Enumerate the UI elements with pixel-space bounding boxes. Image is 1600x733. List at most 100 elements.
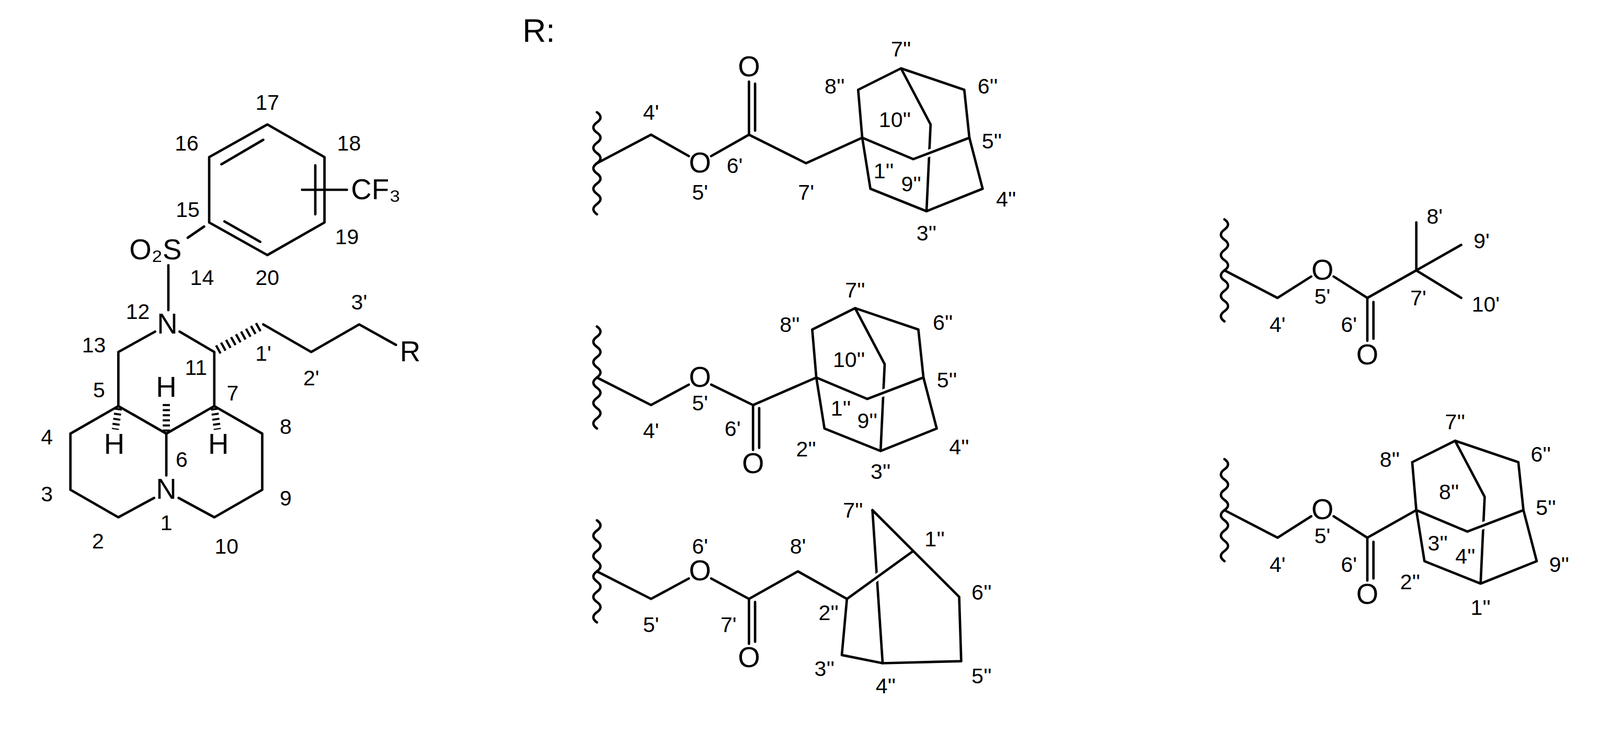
locant-number: 2'': [795, 438, 816, 460]
atom-label: O₂S: [129, 235, 182, 265]
locant-number: 1'': [1470, 596, 1491, 619]
locant-number: 3'': [916, 221, 937, 244]
locant-number: 4'': [875, 675, 896, 697]
atom-label: H: [208, 430, 229, 460]
locant-number: 10'': [832, 348, 865, 370]
locant-number: 13: [82, 334, 107, 356]
locant-number: 3'': [1427, 532, 1448, 554]
atom-label: R:: [522, 14, 555, 47]
locant-number: 4'': [949, 436, 969, 458]
atom-label: O: [688, 363, 712, 393]
atom-label: O: [1311, 495, 1334, 525]
locant-number: 8': [1426, 205, 1443, 227]
locant-number: 6'': [971, 580, 992, 603]
locant-number: 7': [1410, 287, 1427, 309]
locant-number: 1'': [873, 159, 894, 181]
locant-number: 4': [643, 419, 660, 442]
locant-number: 3'': [814, 657, 835, 680]
locant-number: 5'': [936, 368, 957, 391]
locant-number: 1': [255, 342, 272, 364]
locant-number: 8'': [1438, 481, 1459, 503]
locant-number: 9: [279, 487, 292, 509]
atom-label: O: [737, 643, 761, 673]
atom-label: H: [104, 430, 125, 460]
locant-number: 3: [40, 483, 53, 505]
locant-number: 15: [175, 198, 200, 221]
atom-label: N: [156, 310, 178, 339]
locant-number: 1: [160, 511, 173, 534]
locant-number: 10': [1471, 293, 1500, 315]
locant-number: 5': [1314, 524, 1331, 547]
locant-number: 19: [335, 225, 360, 248]
locant-number: 3': [351, 291, 368, 313]
locant-number: 8': [790, 535, 807, 557]
locant-number: 3'': [870, 460, 891, 483]
locant-number: 14: [190, 266, 215, 289]
locant-number: 6': [1341, 553, 1358, 576]
atom-label: H: [155, 373, 177, 403]
locant-number: 4': [1269, 553, 1286, 576]
locant-number: 4': [643, 101, 660, 123]
locant-number: 4': [1269, 313, 1286, 336]
locant-number: 7'': [842, 499, 863, 521]
locant-number: 2: [92, 530, 105, 552]
locant-number: 6'': [932, 311, 953, 334]
locant-number: 16: [174, 132, 199, 154]
locant-number: 7': [797, 180, 815, 203]
locant-number: 5'': [981, 130, 1002, 152]
locant-number: 10: [214, 535, 239, 557]
locant-number: 4: [40, 426, 53, 448]
atom-label: O: [688, 557, 712, 587]
locant-number: 6: [175, 448, 188, 471]
locant-number: 8'': [824, 74, 845, 97]
locant-number: 6': [1341, 313, 1358, 336]
atom-label: O: [1356, 340, 1379, 370]
locant-number: 5': [643, 613, 660, 636]
locant-number: 18: [337, 132, 362, 154]
atom-label: O: [1311, 256, 1334, 285]
locant-number: 5'': [971, 664, 992, 687]
locant-number: 7'': [1445, 410, 1466, 432]
locant-number: 2': [303, 367, 320, 389]
locant-number: 5': [691, 180, 708, 203]
locant-number: 8'': [779, 313, 800, 336]
locant-number: 1'': [924, 528, 945, 550]
atom-label: CF₃: [350, 175, 401, 205]
locant-number: 5'': [1535, 496, 1556, 518]
locant-number: 7: [226, 382, 239, 404]
locant-number: 10'': [878, 108, 911, 131]
locant-number: 7'': [844, 279, 865, 301]
locant-number: 5': [1314, 284, 1331, 307]
atom-label: O: [737, 52, 761, 82]
locant-number: 6': [724, 417, 741, 440]
locant-number: 2'': [818, 601, 839, 623]
locant-number: 8: [279, 415, 292, 438]
locant-number: 12: [126, 300, 151, 323]
atom-label: O: [688, 149, 712, 178]
locant-number: 9': [1473, 230, 1490, 252]
locant-number: 4'': [996, 188, 1016, 210]
atom-label: O: [1356, 580, 1379, 610]
atom-label: O: [741, 450, 765, 479]
locant-number: 6'': [977, 74, 998, 97]
locant-number: 6': [691, 535, 708, 557]
atom-label: N: [155, 475, 177, 505]
atom-label: R: [400, 337, 421, 367]
locant-number: 7': [720, 613, 737, 636]
locant-number: 6'': [1530, 443, 1551, 465]
locant-number: 9'': [857, 409, 878, 432]
locant-number: 7'': [890, 38, 911, 60]
locant-number: 17: [255, 91, 280, 113]
locant-number: 9'': [1549, 553, 1570, 576]
locant-number: 2'': [1400, 570, 1421, 593]
locant-number: 5: [93, 379, 106, 401]
locant-number: 11: [184, 356, 208, 379]
locant-number: 8'': [1379, 448, 1400, 471]
locant-number: 4'': [1455, 545, 1476, 567]
locant-number: 20: [255, 266, 280, 289]
locant-number: 5': [691, 392, 708, 414]
locant-number: 6': [726, 154, 744, 177]
locant-number: 9'': [900, 173, 921, 195]
locant-number: 1'': [830, 397, 851, 419]
